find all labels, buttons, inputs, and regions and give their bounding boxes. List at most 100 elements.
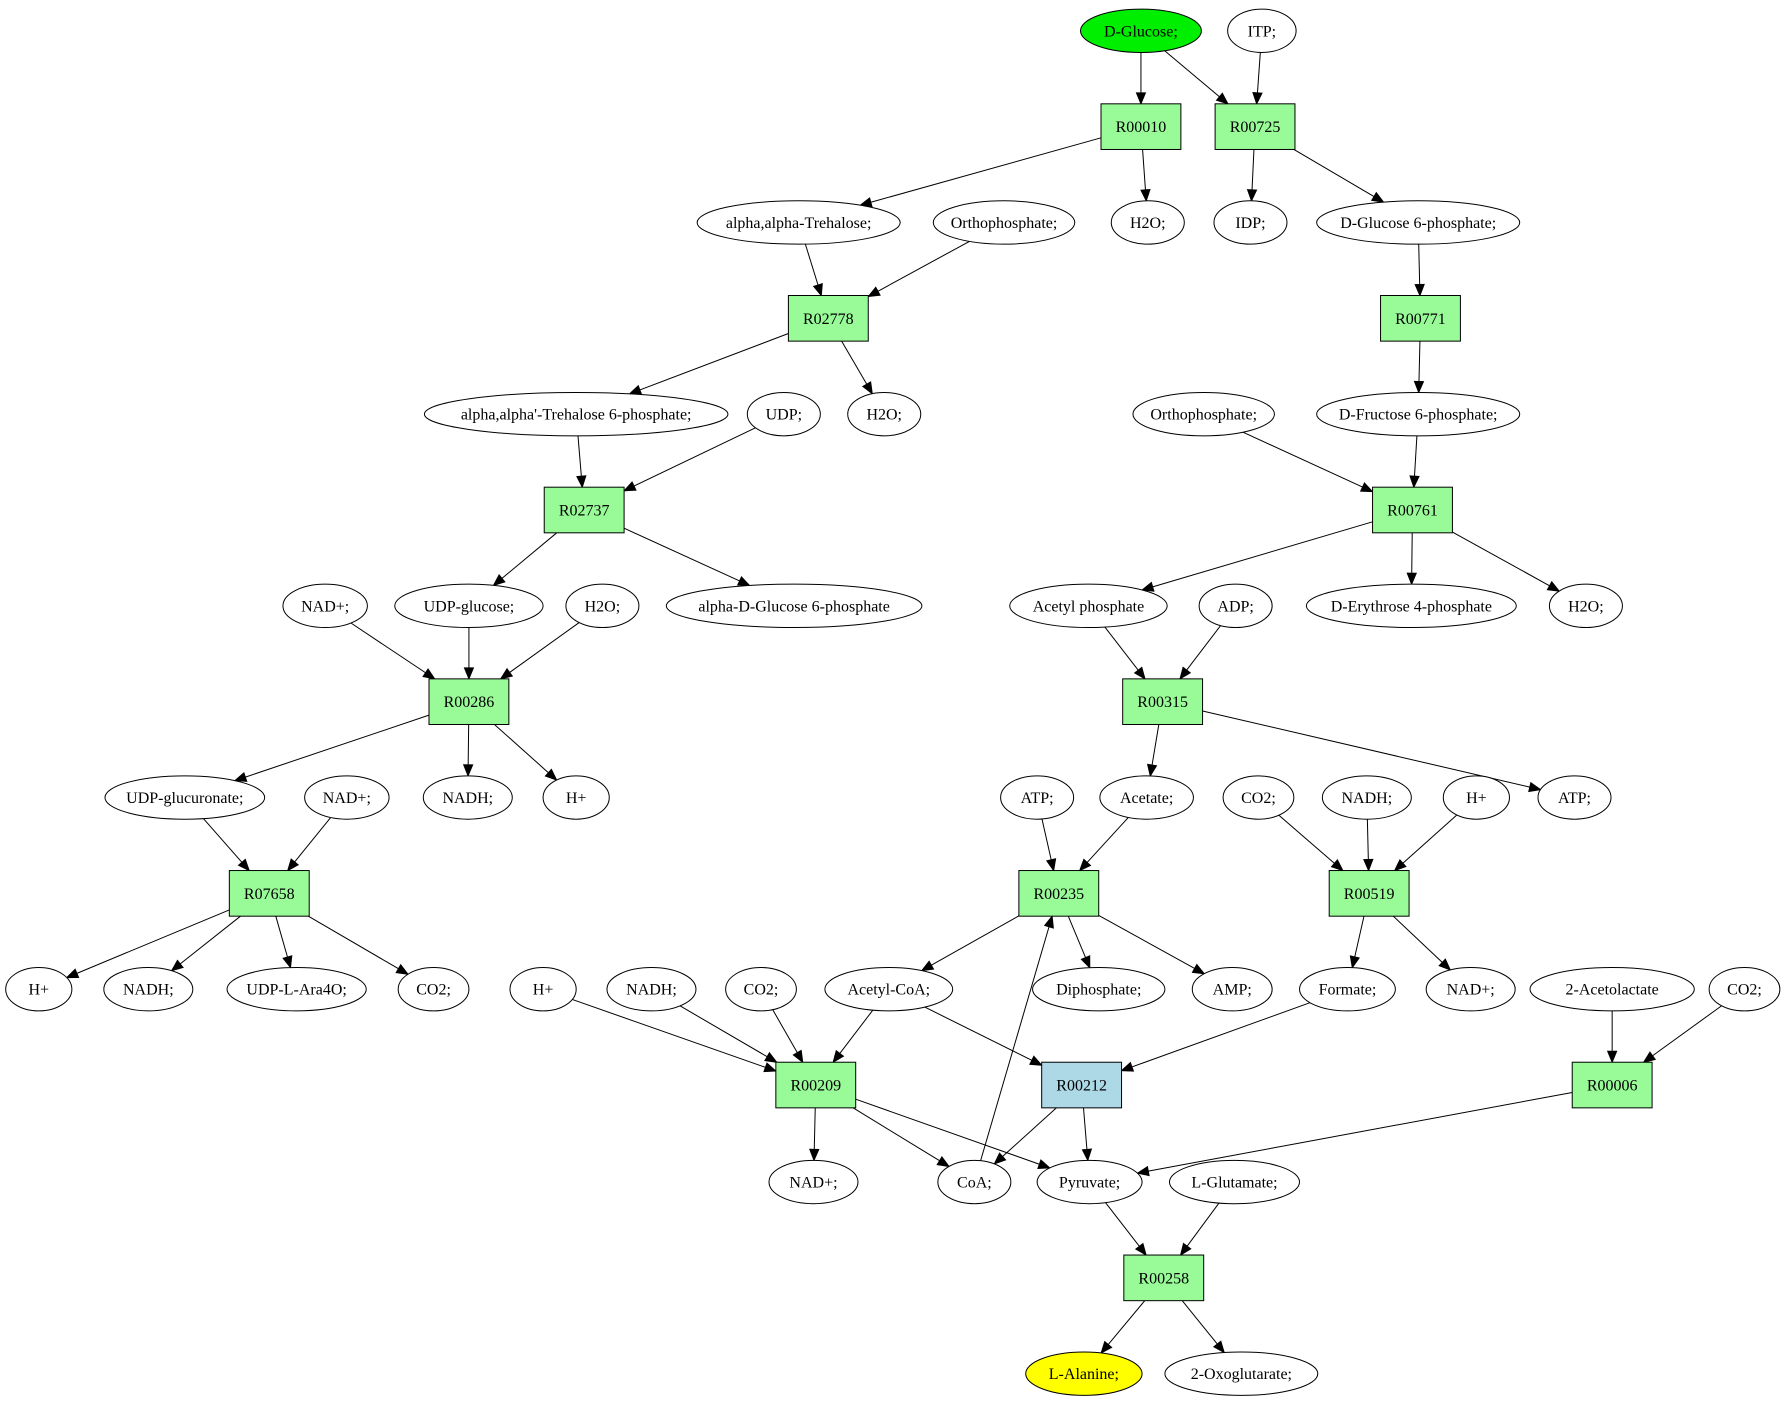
reaction-node-r02737[interactable]: R02737	[543, 486, 625, 534]
reaction-node-r00235[interactable]: R00235	[1018, 870, 1100, 917]
compound-node[interactable]: Acetate;	[1099, 775, 1194, 820]
compound-label: UDP;	[766, 407, 802, 424]
compound-label: H2O;	[1130, 215, 1166, 232]
reaction-node-r00761[interactable]: R00761	[1372, 486, 1453, 534]
compound-label: NAD+;	[1447, 982, 1495, 999]
edge-r_R07658-to-c_nadh_3	[170, 915, 241, 972]
compound-node[interactable]: H2O;	[1548, 583, 1623, 629]
compound-node[interactable]: NAD+;	[282, 583, 368, 629]
compound-label: IDP;	[1235, 215, 1265, 232]
reaction-node-r00212[interactable]: R00212	[1041, 1061, 1123, 1109]
compound-label: UDP-glucuronate;	[126, 790, 243, 807]
compound-node[interactable]: D-Erythrose 4-phosphate	[1305, 583, 1517, 629]
reaction-label: R00209	[790, 1078, 841, 1095]
compound-node[interactable]: CO2;	[725, 967, 797, 1012]
reaction-label: R00286	[444, 694, 495, 711]
edge-r_R00209-to-c_pyruvate	[855, 1098, 1052, 1170]
edge-line	[813, 1107, 816, 1150]
compound-node[interactable]: IDP;	[1213, 200, 1288, 245]
compound-node[interactable]: Acetyl-CoA;	[824, 967, 954, 1012]
compound-node[interactable]: UDP-glucose;	[394, 583, 544, 629]
reaction-node-r00315[interactable]: R00315	[1122, 678, 1204, 725]
compound-node[interactable]: NADH;	[422, 775, 513, 820]
edge-line	[870, 137, 1102, 203]
reaction-node-r00519[interactable]: R00519	[1328, 870, 1410, 917]
arrowhead-icon	[1081, 1148, 1093, 1162]
edge-c_adp-to-r_R00315	[1179, 625, 1221, 680]
compound-node[interactable]: ADP;	[1198, 583, 1273, 629]
compound-node[interactable]: D-Glucose;	[1079, 8, 1202, 53]
compound-label: NAD+;	[323, 790, 371, 807]
compound-node[interactable]: L-Glutamate;	[1168, 1159, 1301, 1205]
reaction-node-r07658[interactable]: R07658	[228, 870, 310, 917]
reaction-node-r00010[interactable]: R00010	[1100, 103, 1182, 150]
compound-label: Diphosphate;	[1056, 982, 1141, 999]
compound-node[interactable]: Orthophosphate;	[1132, 391, 1275, 437]
compound-ellipse	[565, 583, 640, 629]
compound-node[interactable]: ATP;	[1537, 775, 1612, 820]
compound-ellipse	[1222, 775, 1295, 820]
compound-node[interactable]: Formate;	[1299, 967, 1396, 1012]
compound-node[interactable]: UDP;	[746, 391, 821, 437]
compound-ellipse	[1316, 391, 1521, 437]
reaction-box	[1571, 1061, 1653, 1109]
compound-node[interactable]: H2O;	[1110, 200, 1185, 245]
compound-node[interactable]: AMP;	[1191, 967, 1273, 1012]
compound-node[interactable]: NADH;	[606, 967, 697, 1012]
arrowhead-icon	[792, 1049, 804, 1064]
edge-c_itp-to-r_R00725	[1252, 52, 1263, 106]
arrowhead-icon	[993, 1152, 1007, 1165]
compound-node[interactable]: NADH;	[1321, 775, 1412, 820]
compound-ellipse	[1321, 775, 1412, 820]
compound-node[interactable]: CoA;	[937, 1159, 1012, 1205]
reaction-node-r00209[interactable]: R00209	[775, 1061, 857, 1109]
compound-node[interactable]: ATP;	[1000, 775, 1075, 820]
compound-node[interactable]: alpha,alpha-Trehalose;	[696, 200, 901, 245]
compound-node[interactable]: UDP-L-Ara4O;	[226, 967, 367, 1012]
compound-node[interactable]: H+	[542, 775, 610, 820]
compound-node[interactable]: H+	[509, 967, 577, 1012]
compound-node[interactable]: CO2;	[1708, 967, 1781, 1012]
arrowhead-icon	[1179, 1242, 1192, 1257]
edge-c_nadh_2-to-r_R00519	[1363, 819, 1374, 872]
compound-node[interactable]: NAD+;	[768, 1159, 859, 1205]
compound-node[interactable]: 2-Acetolactate	[1529, 967, 1695, 1012]
compound-node[interactable]: NAD+;	[1425, 967, 1516, 1012]
compound-node[interactable]: H2O;	[565, 583, 640, 629]
compound-node[interactable]: alpha,alpha'-Trehalose 6-phosphate;	[423, 391, 729, 437]
reaction-node-r00286[interactable]: R00286	[428, 678, 510, 725]
arrowhead-icon	[1438, 958, 1452, 971]
compound-node[interactable]: alpha-D-Glucose 6-phosphate	[665, 583, 923, 629]
reaction-node-r00771[interactable]: R00771	[1380, 295, 1461, 342]
compound-label: Orthophosphate;	[1150, 407, 1257, 424]
compound-node[interactable]: CO2;	[397, 967, 470, 1012]
compound-node[interactable]: ITP;	[1227, 8, 1297, 53]
compound-node[interactable]: Diphosphate;	[1032, 967, 1166, 1012]
compound-node[interactable]: Pyruvate;	[1036, 1159, 1143, 1205]
compound-node[interactable]: H+	[1442, 775, 1510, 820]
compound-node[interactable]: H2O;	[847, 391, 922, 437]
edge-line	[931, 915, 1020, 966]
edge-r_R00212-to-c_coa	[993, 1107, 1057, 1165]
reaction-node-r00258[interactable]: R00258	[1123, 1254, 1205, 1302]
compound-node[interactable]: NADH;	[103, 967, 194, 1012]
compound-node[interactable]: D-Glucose 6-phosphate;	[1316, 200, 1521, 245]
compound-node[interactable]: Orthophosphate;	[932, 200, 1076, 245]
compound-node[interactable]: L-Alanine;	[1025, 1351, 1143, 1396]
compound-node[interactable]: UDP-glucuronate;	[104, 775, 266, 820]
reaction-node-r02778[interactable]: R02778	[787, 295, 869, 342]
reaction-node-r00006[interactable]: R00006	[1571, 1061, 1653, 1109]
compound-node[interactable]: D-Fructose 6-phosphate;	[1316, 391, 1521, 437]
arrowhead-icon	[422, 668, 436, 680]
edge-line	[76, 909, 230, 974]
edge-c_co2_1-to-r_R00519	[1278, 814, 1344, 872]
compound-ellipse	[1548, 583, 1623, 629]
compound-node[interactable]: CO2;	[1222, 775, 1295, 820]
compound-node[interactable]: H+	[5, 967, 73, 1012]
reaction-node-r00725[interactable]: R00725	[1214, 103, 1296, 150]
compound-ellipse	[422, 775, 513, 820]
compound-node[interactable]: NAD+;	[304, 775, 390, 820]
edge-c_acetylphosphate-to-r_R00315	[1104, 626, 1146, 680]
compound-node[interactable]: 2-Oxoglutarate;	[1164, 1351, 1319, 1396]
compound-node[interactable]: Acetyl phosphate	[1009, 583, 1168, 629]
